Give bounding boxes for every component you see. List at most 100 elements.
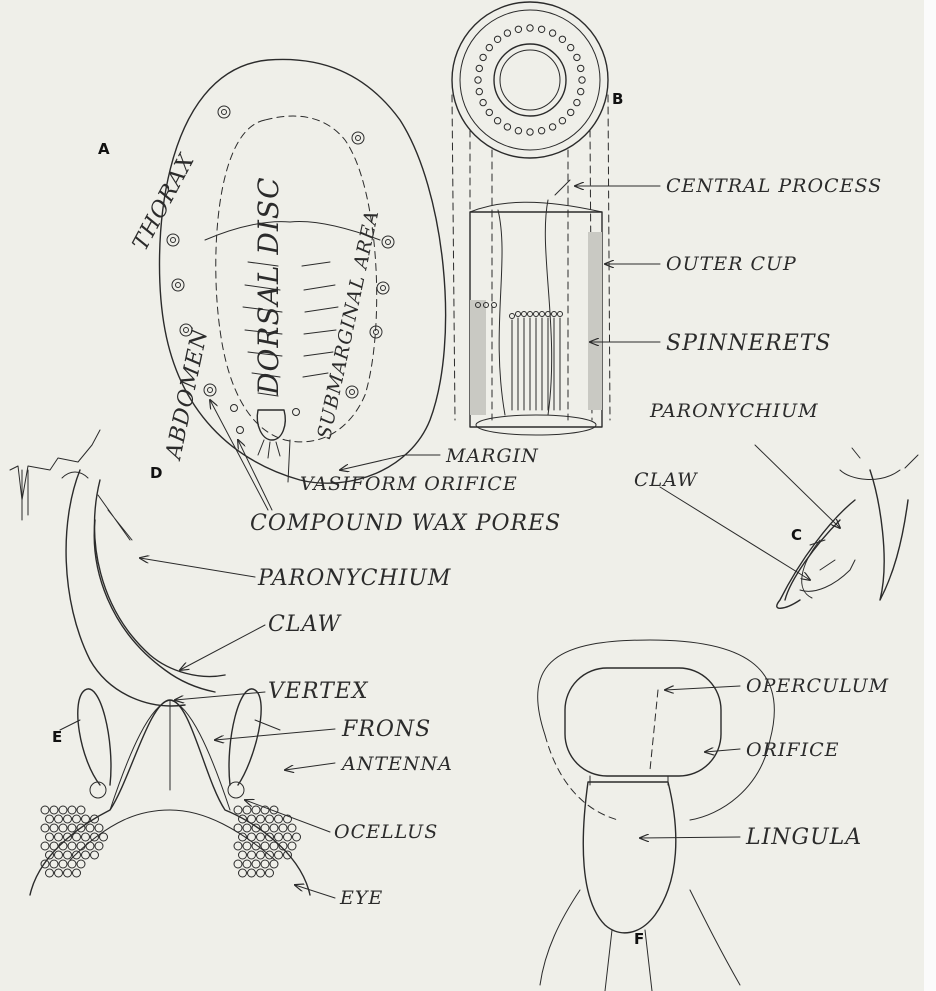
eye-facet <box>257 833 265 841</box>
eye-facet <box>68 806 76 814</box>
label-central-process: CENTRAL PROCESS <box>666 175 882 197</box>
eye-facet <box>243 806 251 814</box>
label-frons: FRONS <box>341 717 431 742</box>
eye-facet <box>279 824 287 832</box>
eye-facet <box>252 842 260 850</box>
label-d-claw: CLAW <box>268 612 342 637</box>
eye-facet <box>41 842 49 850</box>
label-thorax: THORAX <box>128 149 200 255</box>
eye-facet <box>293 833 301 841</box>
eye-facet <box>243 860 251 868</box>
pore-ring-dot <box>515 128 521 134</box>
pore-ring-dot <box>574 54 580 60</box>
eye-facet <box>41 806 49 814</box>
eye-facet <box>68 842 76 850</box>
pore-ring-dot <box>504 30 510 36</box>
eye-facet <box>46 851 54 859</box>
eye-facet <box>243 824 251 832</box>
label-margin: MARGIN <box>445 445 539 467</box>
eye-facet <box>59 824 67 832</box>
eye-facet <box>239 851 247 859</box>
label-vasiform-orifice: VASIFORM ORIFICE <box>300 473 518 495</box>
eye-facet <box>248 833 256 841</box>
pore-ring-dot <box>568 109 574 115</box>
pore-ring-dot <box>527 129 533 135</box>
eye-facet <box>73 833 81 841</box>
pore-ring-dot <box>578 65 584 71</box>
eye-facet <box>73 815 81 823</box>
eye-facet <box>234 824 242 832</box>
eye-facet <box>284 833 292 841</box>
label-d-paronychium: PARONYCHIUM <box>257 566 451 591</box>
eye-facet <box>261 842 269 850</box>
label-spinnerets: SPINNERETS <box>666 331 832 356</box>
eye-facet <box>234 860 242 868</box>
eye-facet <box>257 815 265 823</box>
eye-facet <box>248 815 256 823</box>
figure-c-claw <box>660 445 918 608</box>
eye-facet <box>73 851 81 859</box>
eye-facet <box>82 833 90 841</box>
pore-ring-dot <box>538 128 544 134</box>
eye-facet <box>257 869 265 877</box>
label-c-paronychium: PARONYCHIUM <box>649 400 819 422</box>
pore-ring-dot <box>504 124 510 130</box>
figure-letter-d: D <box>150 464 162 482</box>
pore-ring-dot <box>480 99 486 105</box>
label-outer-cup: OUTER CUP <box>666 253 797 275</box>
eye-facet <box>82 851 90 859</box>
pore-ring-dot <box>515 26 521 32</box>
eye-facet <box>55 815 63 823</box>
eye-facet <box>243 842 251 850</box>
eye-facet <box>64 833 72 841</box>
pore-ring-dot <box>559 36 565 42</box>
figure-d-claw <box>10 430 265 706</box>
pore-ring-dot <box>494 118 500 124</box>
eye-facet <box>266 869 274 877</box>
figure-letter-e: E <box>52 728 62 746</box>
label-ocellus: OCELLUS <box>334 821 438 843</box>
eye-facet <box>86 842 94 850</box>
eye-facet <box>239 869 247 877</box>
eye-facet <box>270 860 278 868</box>
eye-facet <box>41 824 49 832</box>
pore-ring-dot <box>579 77 585 83</box>
eye-facet <box>73 869 81 877</box>
pore-ring-dot <box>486 109 492 115</box>
label-orifice: ORIFICE <box>746 739 839 761</box>
eye-facet <box>275 851 283 859</box>
eye-facet <box>100 833 108 841</box>
label-antenna: ANTENNA <box>340 753 453 775</box>
figure-letter-c: C <box>791 526 802 544</box>
label-operculum: OPERCULUM <box>746 675 889 697</box>
eye-facet <box>77 806 85 814</box>
label-lingula: LINGULA <box>745 825 862 850</box>
eye-facet <box>248 869 256 877</box>
eye-facet <box>275 833 283 841</box>
eye-facet <box>41 860 49 868</box>
eye-facet <box>77 842 85 850</box>
eye-facet <box>82 815 90 823</box>
pore-ring-dot <box>475 77 481 83</box>
pore-ring-dot <box>538 26 544 32</box>
eye-facet <box>270 824 278 832</box>
eye-facet <box>270 842 278 850</box>
eye-facet <box>248 851 256 859</box>
eye-facet <box>50 842 58 850</box>
eye-facet <box>50 824 58 832</box>
eye-facet <box>64 815 72 823</box>
eye-facet <box>261 860 269 868</box>
pore-ring-dot <box>549 124 555 130</box>
figure-f-orifice <box>538 640 775 991</box>
pore-ring-dot <box>527 25 533 31</box>
eye-facet <box>77 860 85 868</box>
pore-ring-dot <box>568 44 574 50</box>
pore-ring-dot <box>494 36 500 42</box>
pore-ring-dot <box>476 65 482 71</box>
figure-b-wax-pore <box>452 2 660 435</box>
eye-facet <box>252 860 260 868</box>
label-dorsal-disc: DORSAL DISC <box>252 177 285 397</box>
eye-facet <box>91 851 99 859</box>
label-vertex: VERTEX <box>268 679 369 704</box>
figure-letter-b: B <box>612 90 623 108</box>
